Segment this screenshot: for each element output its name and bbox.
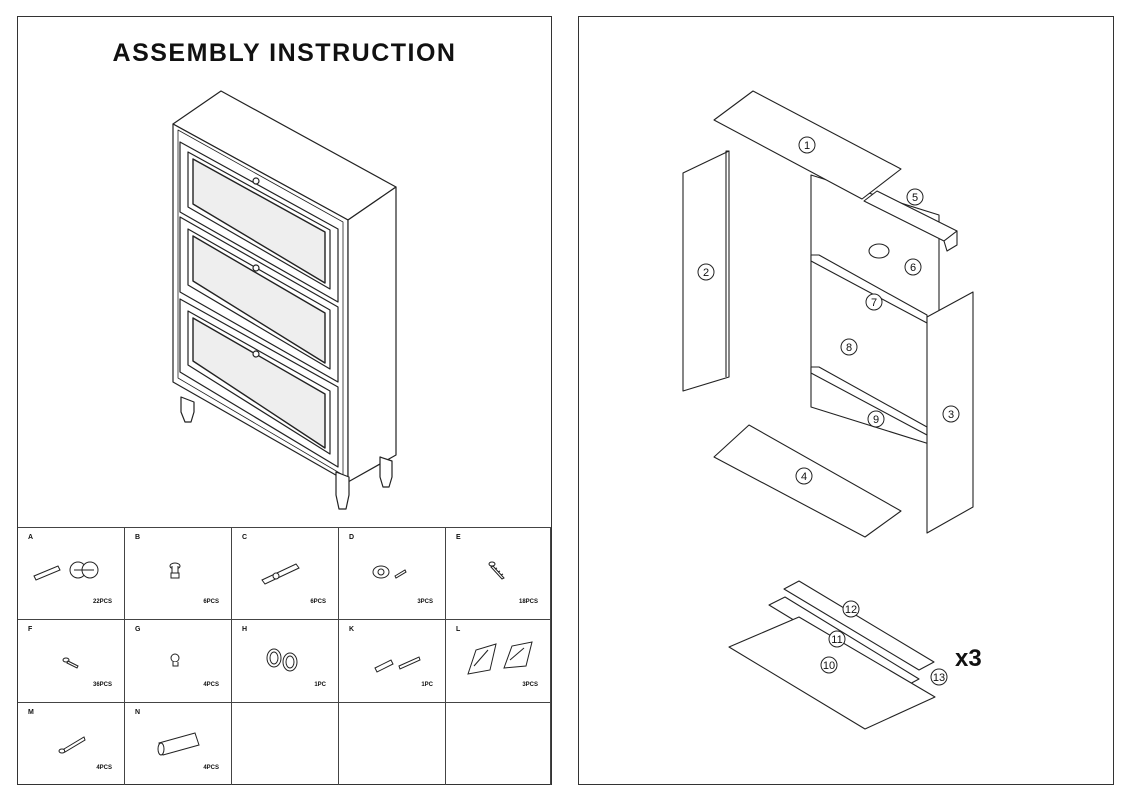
hardware-cell-e: E 18PCS — [446, 527, 551, 619]
hardware-cell-g: G 4PCS — [125, 619, 232, 702]
flip-hinge-icon — [467, 641, 533, 675]
knob-screw-icon — [372, 565, 407, 579]
small-screw-icon — [62, 657, 79, 669]
hardware-letter: E — [456, 534, 461, 541]
hardware-cell-h: H 1PC — [232, 619, 339, 702]
hardware-cell-l: L 3PCS — [446, 619, 551, 702]
long-screw-icon — [58, 736, 86, 754]
hardware-qty: 3PCS — [417, 599, 433, 605]
hardware-cell-empty — [446, 702, 551, 785]
hardware-cell-n: N 4PCS — [125, 702, 232, 785]
hardware-qty: 22PCS — [92, 599, 112, 605]
small-knob-icon — [170, 653, 180, 667]
hardware-qty: 4PCS — [96, 765, 112, 771]
leg-icon — [157, 732, 200, 756]
part-number: 5 — [912, 192, 918, 204]
hardware-letter: M — [28, 709, 34, 716]
hardware-letter: H — [242, 626, 248, 633]
hardware-qty: 6PCS — [203, 599, 219, 605]
hardware-cell-empty — [339, 702, 446, 785]
part-number: 11 — [831, 634, 842, 646]
knob-icon — [169, 562, 181, 579]
part-number: 1 — [804, 140, 810, 152]
hardware-cell-c: C 6PCS — [232, 527, 339, 619]
hardware-cell-k: K 1PC — [339, 619, 446, 702]
hardware-letter: L — [456, 626, 461, 633]
hardware-cell-f: F 36PCS — [18, 619, 125, 702]
hardware-cell-d: D 3PCS — [339, 527, 446, 619]
hardware-cell-empty — [232, 702, 339, 785]
cam-lock-icon — [33, 561, 99, 581]
hardware-letter: K — [349, 626, 355, 633]
dowel-icon — [261, 563, 300, 585]
hardware-qty: 1PC — [421, 682, 433, 688]
part-number: 2 — [703, 267, 709, 279]
exploded-view-diagram: 1 2 3 4 5 6 7 8 9 10 11 12 13 — [682, 90, 974, 730]
part-number: 7 — [871, 297, 877, 309]
anchor-screw-icon — [374, 656, 421, 673]
hardware-letter: B — [135, 534, 141, 541]
part-number: 13 — [933, 672, 945, 684]
hardware-letter: N — [135, 709, 141, 716]
hardware-cell-m: M 4PCS — [18, 702, 125, 785]
hardware-letter: C — [242, 534, 248, 541]
hardware-letter: F — [28, 626, 33, 633]
left-page: ASSEMBLY INSTRUCTION — [17, 16, 552, 785]
part-number: 4 — [801, 471, 807, 483]
hardware-qty: 3PCS — [522, 682, 538, 688]
grommet-icon — [266, 648, 298, 672]
part-number: 3 — [948, 409, 954, 421]
hardware-cell-a: A 22PCS — [18, 527, 125, 619]
hardware-qty: 1PC — [314, 682, 326, 688]
part-number: 12 — [845, 604, 857, 616]
hardware-letter: D — [349, 534, 355, 541]
hardware-qty: 18PCS — [518, 599, 538, 605]
hardware-qty: 4PCS — [203, 765, 219, 771]
hardware-letter: A — [28, 534, 34, 541]
hardware-grid: A 22PCS B 6PCS C 6PCS D 3PCS E 18PCS F — [18, 527, 551, 785]
part-number: 9 — [873, 414, 879, 426]
cabinet-illustration — [172, 90, 397, 510]
part-number: 6 — [910, 262, 916, 274]
multiplier-label: x3 — [955, 645, 982, 672]
part-number: 10 — [823, 660, 835, 672]
part-number: 8 — [846, 342, 852, 354]
hardware-qty: 36PCS — [92, 682, 112, 688]
right-page: 1 2 3 4 5 6 7 8 9 10 11 12 13 x3 — [578, 16, 1114, 785]
hardware-cell-b: B 6PCS — [125, 527, 232, 619]
hardware-qty: 6PCS — [310, 599, 326, 605]
screw-icon — [488, 561, 505, 580]
hardware-qty: 4PCS — [203, 682, 219, 688]
hardware-letter: G — [135, 626, 141, 633]
page-title: ASSEMBLY INSTRUCTION — [112, 39, 457, 67]
